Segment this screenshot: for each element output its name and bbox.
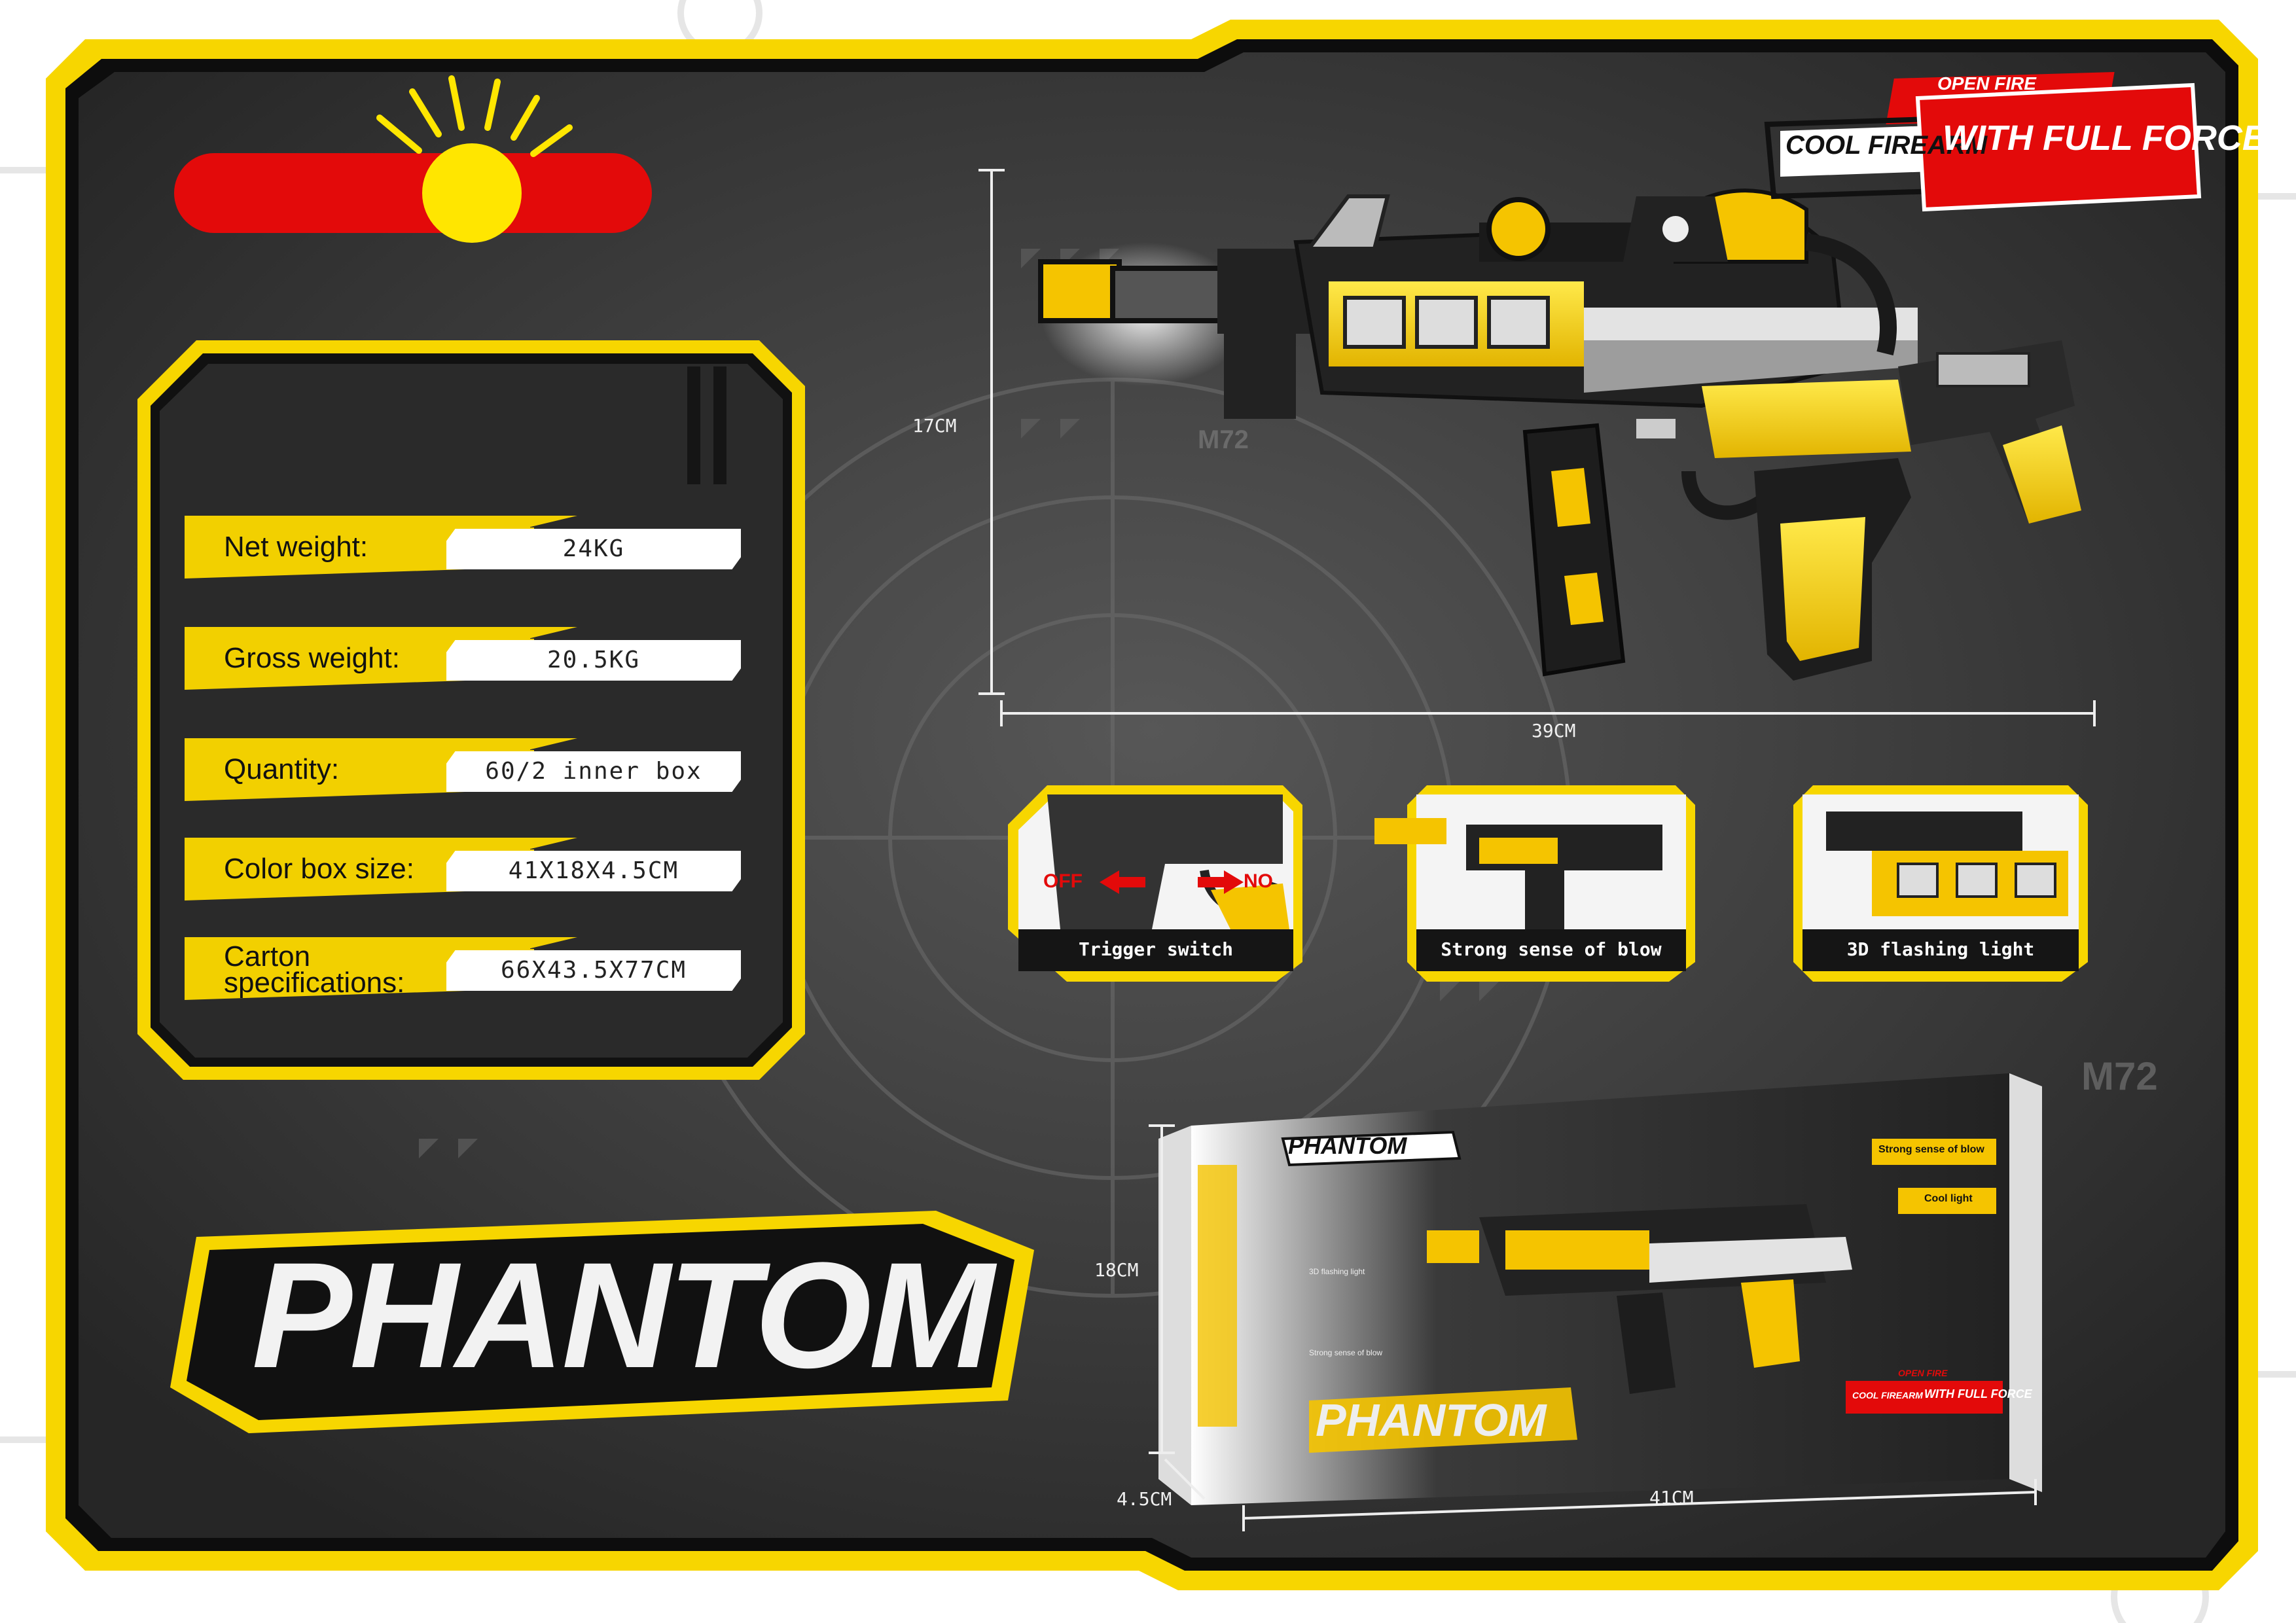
box-side-blow: Strong sense of blow: [1309, 1348, 1383, 1357]
box-slogan-top: OPEN FIRE: [1898, 1368, 1948, 1378]
box-height-label: 18CM: [1094, 1259, 1139, 1281]
model-watermark: M72: [1198, 425, 1249, 454]
product-box-art: [1158, 1073, 2042, 1505]
phantom-logo: PHANTOM: [251, 1231, 995, 1399]
spec-row-quantity: Quantity: 60/2 inner box: [185, 738, 741, 801]
box-slogan-left: COOL FIREARM: [1852, 1390, 1923, 1400]
trigger-off-label: OFF: [1043, 870, 1083, 892]
spec-label-line1: Carton: [224, 940, 311, 972]
spec-row-carton-specifications: Carton specifications: 66X43.5X77CM: [185, 937, 741, 1000]
slogan-left: COOL FIREARM: [1785, 131, 1988, 160]
spec-label: Quantity:: [224, 753, 340, 785]
spec-value: 20.5KG: [547, 647, 641, 673]
spec-row-gross-weight: Gross weight: 20.5KG: [185, 627, 741, 690]
spec-label-line2: specifications:: [224, 967, 405, 999]
gun-height-label: 17CM: [912, 415, 957, 437]
feature-caption-light: 3D flashing light: [1846, 938, 2035, 960]
model-watermark-box: M72: [2081, 1054, 2158, 1098]
gun-length-label: 39CM: [1532, 720, 1576, 741]
slogan-right: WITH FULL FORCE: [1943, 118, 2266, 158]
trigger-on-label: NO: [1244, 870, 1273, 892]
spec-value: 60/2 inner box: [485, 758, 702, 785]
spec-value: 66X43.5X77CM: [500, 957, 687, 984]
spec-value: 41X18X4.5CM: [508, 857, 679, 884]
box-length-label: 41CM: [1649, 1487, 1694, 1508]
box-logo-bottom: PHANTOM: [1316, 1395, 1547, 1446]
spec-value: 24KG: [562, 535, 625, 562]
slogan-badge-art: [1764, 72, 2202, 212]
spec-label: Gross weight:: [224, 642, 400, 674]
spec-label: Net weight:: [224, 531, 368, 563]
box-side-light: 3D flashing light: [1309, 1267, 1365, 1276]
spec-row-color-box-size: Color box size: 41X18X4.5CM: [185, 838, 741, 901]
feature-caption-trigger: Trigger switch: [1078, 938, 1233, 960]
box-logo-top: PHANTOM: [1288, 1132, 1407, 1159]
spec-row-net-weight: Net weight: 24KG: [185, 516, 741, 579]
box-tag-blow: Strong sense of blow: [1878, 1144, 1984, 1155]
spec-label: Color box size:: [224, 853, 415, 885]
box-tag-light: Cool light: [1924, 1193, 1973, 1204]
gun-main: [1038, 188, 2081, 681]
box-slogan-right: WITH FULL FORCE: [1924, 1387, 2032, 1400]
box-depth-label: 4.5CM: [1117, 1488, 1172, 1510]
slogan-top: OPEN FIRE: [1937, 73, 2036, 94]
feature-caption-blow: Strong sense of blow: [1441, 938, 1662, 960]
